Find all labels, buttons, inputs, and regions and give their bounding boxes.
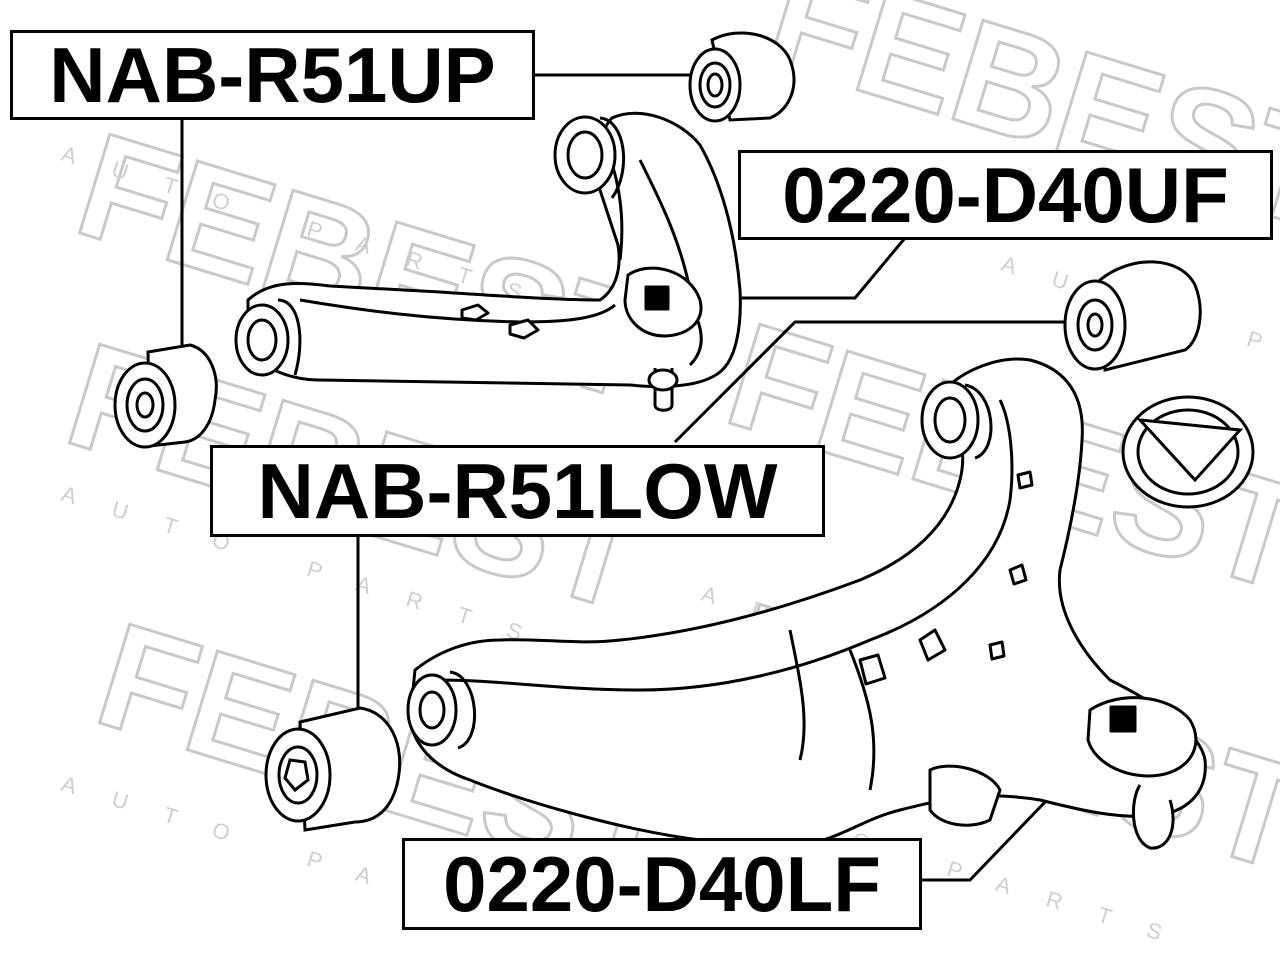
- lower-arm-marker: [1109, 705, 1137, 733]
- lower-control-arm: [406, 357, 1207, 850]
- leader-lower-bushing-right: [673, 320, 1080, 444]
- left-bushing: [113, 343, 218, 449]
- label-lower-arm: 0220-D40LF: [402, 838, 922, 930]
- upper-control-arm: [234, 111, 742, 412]
- label-upper-arm: 0220-D40UF: [738, 150, 1273, 240]
- upper-bushing: [688, 31, 796, 123]
- dust-boot: [1121, 395, 1255, 509]
- lower-left-bushing: [264, 706, 402, 832]
- label-lower-arm-bushing: NAB-R51LOW: [210, 445, 825, 537]
- upper-arm-marker: [644, 285, 670, 311]
- right-bushing: [1063, 260, 1202, 372]
- label-upper-arm-bushing: NAB-R51UP: [10, 30, 535, 120]
- leader-lines: [180, 73, 1124, 882]
